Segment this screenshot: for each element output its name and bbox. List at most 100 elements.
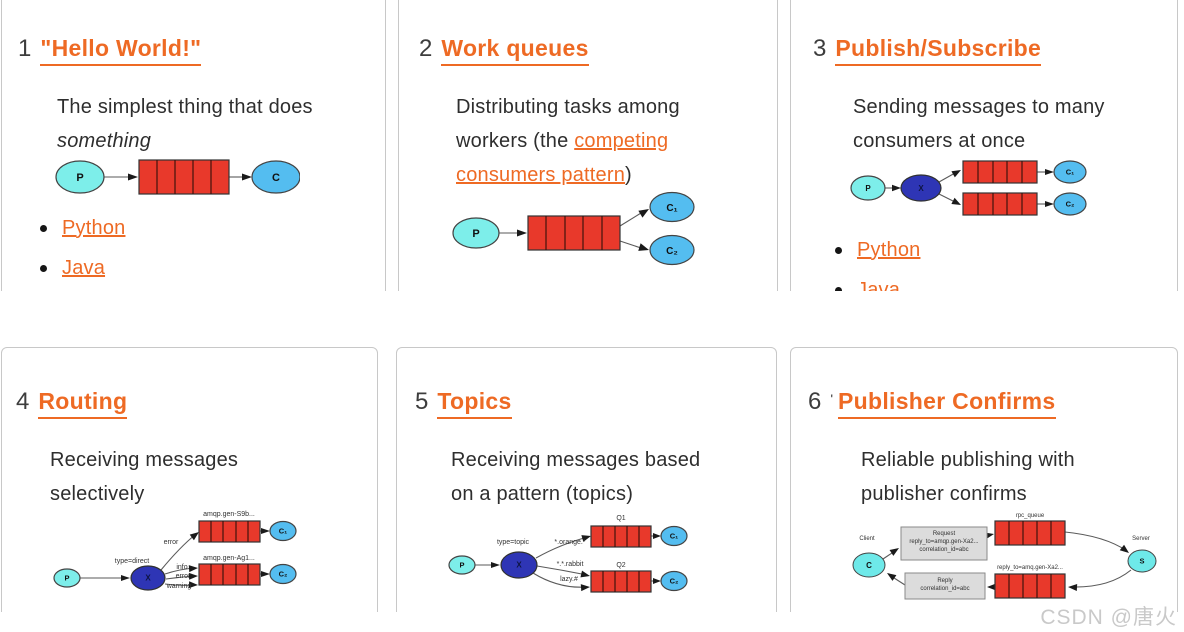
producer-label: P [64,574,69,583]
reply-message-box: Reply correlation_id=abc [904,572,986,600]
java-link[interactable]: Java [62,256,106,279]
queue-name-label: amqp.gen-Ag1... [203,555,255,562]
description-line: Distributing tasks among [456,96,680,118]
card-heading: 5 Topics [415,348,776,419]
card-heading: 2 Work queues [419,0,777,66]
binding-key-label: error [164,539,179,546]
request-message-box: Request reply_to=amqp.gen-Xa2... correla… [900,526,988,561]
stray-quote-mark: ' [830,393,833,405]
binding-key-label: lazy.# [560,576,578,583]
tutorial-number: 4 [16,388,30,415]
topics-diagram: Q1 type=topic *.orange.* *.*.rabbit Q2 l… [448,515,688,593]
queue [994,573,1066,599]
tutorial-description: The simplest thing that does something [57,90,385,158]
producer-label: P [865,184,871,193]
exchange-node [130,565,166,591]
producer-node [55,160,105,194]
card-heading: 1 "Hello World!" [18,0,385,66]
consumer-node [269,563,297,585]
consumer-label: C₂ [666,246,678,257]
description-line: consumers at once [853,130,1026,152]
exchange-type-label: type=topic [497,539,530,546]
tutorial-number: 6 [808,388,822,415]
arrows [499,209,649,251]
python-link[interactable]: Python [62,216,126,239]
list-item: Java [835,270,1177,291]
queue-name-label: rpc_queue [1016,513,1045,519]
competing-consumers-link[interactable]: competing [574,130,669,152]
tutorial-title-link[interactable]: Routing [38,388,128,419]
publish-subscribe-diagram: P X C₁ C₂ [850,160,1087,216]
list-item: Python [40,208,385,248]
consumer-node [649,191,695,223]
tutorial-card-topics: 5 Topics Receiving messages based on a p… [396,347,777,612]
tutorial-title-link[interactable]: Work queues [441,35,589,66]
consumer-label: C₁ [1066,168,1075,177]
exchange-node [900,174,942,202]
tutorial-title-link[interactable]: Publish/Subscribe [835,35,1042,66]
exchange-label: X [145,574,151,583]
description-line: consumers pattern) [456,158,777,192]
arrows [80,528,270,589]
queue [198,563,261,586]
binding-key-label: warning [166,583,192,590]
exchange-label: X [516,561,522,570]
tutorial-card-publisher-confirms: 6 ' Publisher Confirms Reliable publishi… [790,347,1178,612]
work-queues-diagram: P C₁ C₂ [452,191,695,266]
description-line: The simplest thing that does [57,96,313,118]
python-link[interactable]: Python [857,238,921,261]
description-line: selectively [50,483,145,505]
card-heading: 4 Routing [16,348,377,419]
client-node [852,552,886,578]
queue [198,520,261,543]
arrows [475,533,661,592]
queue [994,520,1066,546]
tutorial-number: 3 [813,35,827,62]
bullet-icon [40,224,47,232]
description-line: Reliable publishing with [861,449,1075,471]
queue-name-label: Q2 [616,562,625,569]
description-line: publisher confirms [861,483,1027,505]
consumer-node [1053,160,1087,184]
csdn-watermark: CSDN @唐火 [1040,606,1177,629]
server-node-label: S [1139,557,1144,566]
java-link[interactable]: Java [857,278,901,292]
tutorial-title-link[interactable]: Topics [437,388,512,419]
client-label: Client [859,536,875,542]
reply-queue-label: reply_to=amq.gen-Xa2... [997,565,1063,571]
queue [590,525,652,548]
description-text: ) [625,164,632,186]
tutorial-title-link[interactable]: Publisher Confirms [837,388,1056,419]
request-reply-to: reply_to=amqp.gen-Xa2... [909,539,979,545]
binding-key-label: *.*.rabbit [557,561,584,568]
queue [590,570,652,593]
bullet-icon [40,264,47,272]
binding-key-label: *.orange.* [554,539,585,546]
consumer-label: C₂ [1066,200,1075,209]
language-links: Python Java [835,230,1177,291]
queue-name-label: amqp.gen-S9b... [203,511,255,518]
reply-correlation-id: correlation_id=abc [920,586,969,592]
binding-key-label: info [176,564,187,571]
request-correlation-id: correlation_id=abc [919,547,968,553]
consumer-label: C₁ [279,527,288,536]
exchange-type-label: type=direct [115,558,149,565]
tutorial-title-link[interactable]: "Hello World!" [40,35,202,66]
hello-world-diagram: P C [55,159,300,195]
description-line: Receiving messages based [451,449,701,471]
queue [527,215,621,251]
consumer-node [649,234,695,266]
language-links: Python Java [40,208,385,288]
competing-consumers-link[interactable]: consumers pattern [456,164,626,186]
producer-label: P [472,228,479,240]
description-line: Sending messages to many [853,96,1105,118]
producer-node [452,217,500,249]
queue [962,192,1038,216]
server-label: Server [1132,536,1150,542]
description-text: workers (the [456,130,569,152]
producer-label: P [76,172,83,184]
tutorial-card-routing: 4 Routing Receiving messages selectively… [1,347,378,612]
list-item: Python [835,230,1177,270]
bullet-icon [835,246,842,254]
description-line-italic: something [57,130,152,152]
